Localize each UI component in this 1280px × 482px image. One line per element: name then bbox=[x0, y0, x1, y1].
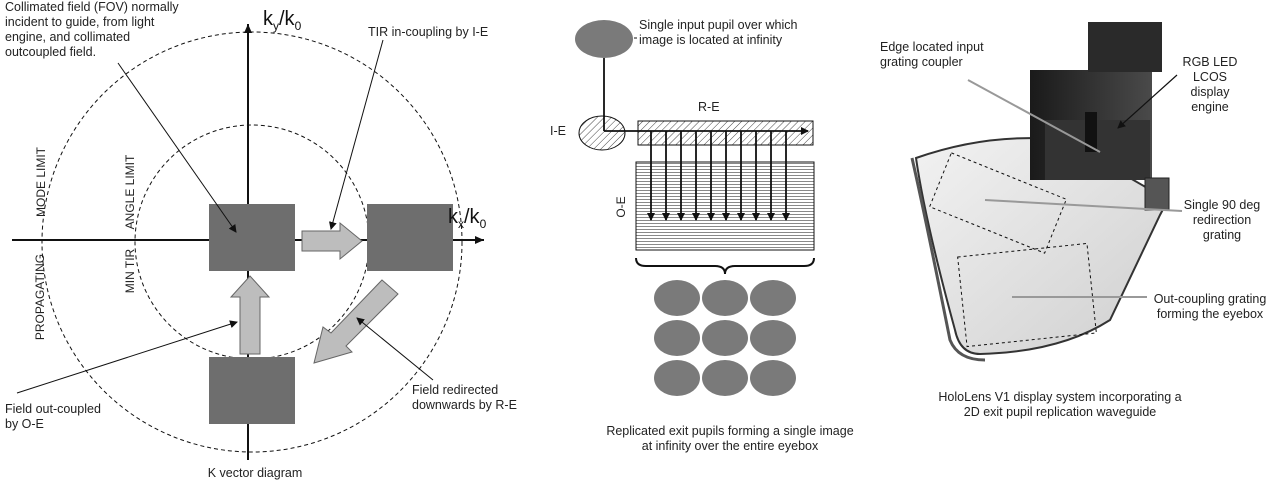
display-engine-top bbox=[1088, 22, 1162, 72]
input-pupil-note: Single input pupil over which image is l… bbox=[639, 18, 798, 47]
min-tir-label: MIN TIR bbox=[123, 248, 137, 294]
tir-pointer bbox=[329, 39, 384, 230]
fov-square-right bbox=[367, 204, 453, 271]
exit-pupil bbox=[654, 360, 700, 396]
engine-slot bbox=[1085, 112, 1097, 152]
exit-pupil bbox=[702, 320, 748, 356]
outcoupled-rays bbox=[647, 131, 790, 221]
exit-pupil bbox=[750, 360, 796, 396]
fov-note: Collimated field (FOV) normally incident… bbox=[5, 0, 179, 59]
angle-limit-label: ANGLE LIMIT bbox=[123, 154, 137, 230]
oe-element bbox=[635, 161, 815, 251]
exit-pupil bbox=[702, 280, 748, 316]
input-pupil bbox=[575, 20, 633, 58]
mode-limit-label: MODE LIMIT bbox=[34, 147, 48, 218]
fov-square-center bbox=[209, 204, 295, 271]
kx-axis-label: kx/k0 bbox=[448, 206, 487, 231]
field-out-label: Field out-coupled by O-E bbox=[5, 402, 101, 431]
mode-limit-circle bbox=[41, 31, 463, 453]
ie-label: I-E bbox=[550, 124, 566, 138]
fov-pointer bbox=[117, 62, 237, 233]
redirection-arrow bbox=[313, 279, 399, 364]
exit-pupil-grid bbox=[654, 280, 796, 396]
re-label: R-E bbox=[698, 100, 720, 114]
field-out-pointer bbox=[16, 320, 238, 394]
exit-pupil bbox=[654, 280, 700, 316]
engine-mount bbox=[1144, 177, 1170, 211]
k-diagram-caption: K vector diagram bbox=[207, 466, 303, 480]
k-vector-diagram bbox=[12, 24, 484, 460]
engine-pointer bbox=[1117, 74, 1178, 129]
exit-pupil bbox=[654, 320, 700, 356]
fov-square-bottom bbox=[209, 357, 295, 424]
outcoupling-label: Out-coupling grating forming the eyebox bbox=[1153, 292, 1267, 321]
edge-coupler-pointer bbox=[967, 79, 1101, 153]
lens-bezel bbox=[910, 157, 986, 362]
edge-coupler-label: Edge located input grating coupler bbox=[880, 40, 984, 69]
hololens-device bbox=[910, 22, 1183, 362]
exit-pupil bbox=[702, 360, 748, 396]
outcoupling-grating-region bbox=[957, 242, 1097, 348]
ie-element bbox=[578, 115, 626, 151]
waveguide-caption: Replicated exit pupils forming a single … bbox=[606, 424, 854, 453]
waveguide-diagram bbox=[575, 20, 815, 396]
incoupling-arrow bbox=[301, 221, 363, 261]
field-redirected-pointer bbox=[356, 317, 434, 381]
redirection-pointer bbox=[984, 199, 1183, 212]
waveguide-lens bbox=[914, 137, 1170, 356]
propagating-label: PROPAGATING bbox=[33, 253, 47, 341]
exit-pupil bbox=[750, 320, 796, 356]
ky-axis-label: ky/k0 bbox=[263, 8, 302, 33]
tir-incoupling-label: TIR in-coupling by I-E bbox=[368, 25, 489, 39]
oe-label: O-E bbox=[614, 196, 628, 218]
exit-pupil bbox=[750, 280, 796, 316]
outcoupling-arrow bbox=[229, 275, 271, 355]
hololens-caption: HoloLens V1 display system incorporating… bbox=[938, 390, 1182, 419]
replication-brace bbox=[635, 257, 815, 275]
rgb-engine-label: RGB LED LCOS display engine bbox=[1182, 55, 1238, 114]
redirection-label: Single 90 deg redirection grating bbox=[1183, 198, 1261, 242]
field-redirected-label: Field redirected downwards by R-E bbox=[412, 383, 517, 412]
